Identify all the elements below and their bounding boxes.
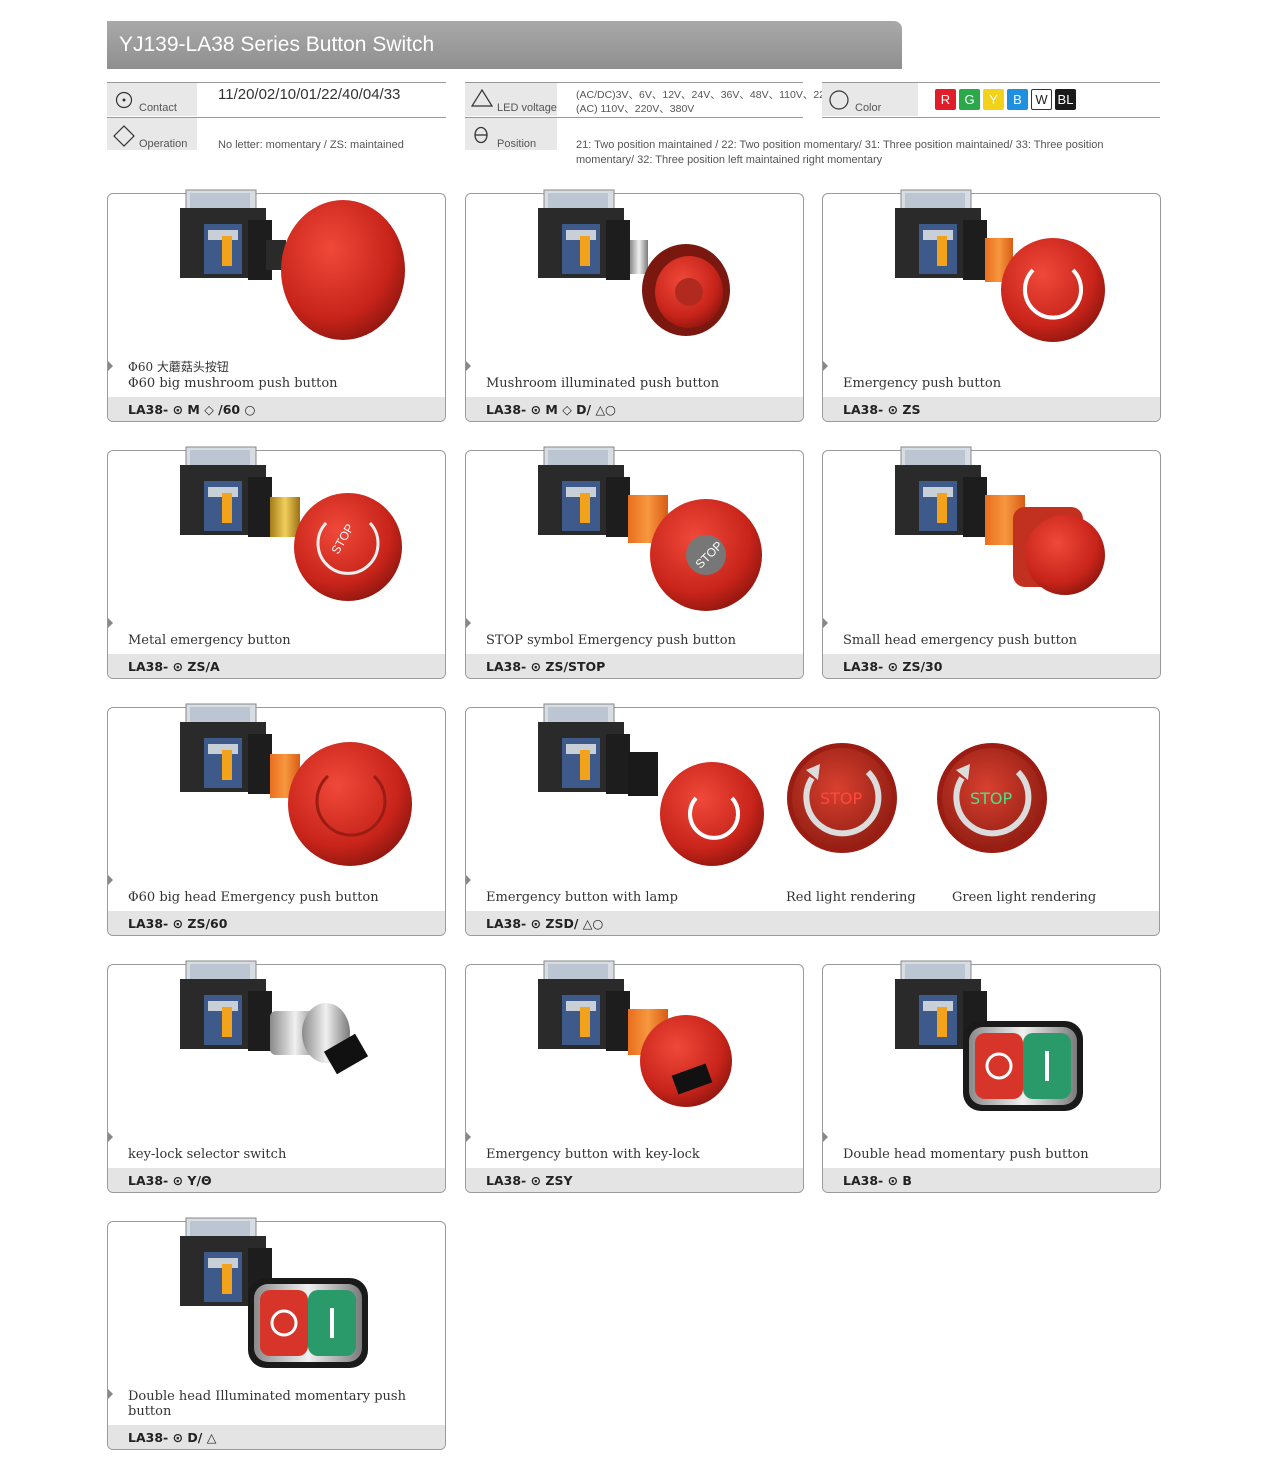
- product-code: LA38- ⊙ ZSD/ △○: [486, 916, 604, 931]
- stop-emergency-icon: STOP: [537, 446, 762, 611]
- color-option-b: B: [1007, 89, 1028, 110]
- product-name: Metal emergency button: [128, 633, 291, 648]
- key-emergency-icon: [537, 960, 732, 1107]
- product-name: key-lock selector switch: [128, 1147, 287, 1162]
- operation-label: Operation: [139, 138, 188, 150]
- product-code: LA38- ⊙ ZS/60: [128, 916, 228, 931]
- illuminated-mushroom-icon: [537, 189, 730, 336]
- product-code: LA38- ⊙ ZSY: [486, 1173, 573, 1188]
- led-value-line2: (AC) 110V、220V、380V: [576, 103, 695, 115]
- double-head-icon: [894, 960, 1083, 1111]
- product-code: LA38- ⊙ Y/Θ: [128, 1173, 212, 1188]
- page-title: YJ139-LA38 Series Button Switch: [107, 21, 902, 69]
- product-code: LA38- ⊙ D/ △: [128, 1430, 217, 1445]
- product-code: LA38- ⊙ M ◇ D/ △○: [486, 402, 616, 417]
- product-code: LA38- ⊙ ZS/30: [843, 659, 943, 674]
- color-option-g: G: [959, 89, 980, 110]
- product-name: Double head Illuminated momentary push b…: [128, 1389, 406, 1419]
- circle-icon: [829, 90, 849, 110]
- red-stop-disc-icon: STOP: [782, 738, 902, 858]
- theta-icon: [474, 126, 488, 144]
- position-value-line2: momentary/ 32: Three position left maint…: [576, 154, 883, 166]
- led-label: LED voltage: [497, 102, 557, 114]
- triangle-icon: [470, 88, 494, 107]
- product-code: LA38- ⊙ ZS/STOP: [486, 659, 606, 674]
- led-value-line1: (AC/DC)3V、6V、12V、24V、36V、48V、110V、220V: [576, 89, 838, 101]
- double-head-illuminated-icon: [179, 1217, 368, 1368]
- contact-label: Contact: [139, 102, 177, 114]
- product-code: LA38- ⊙ B: [843, 1173, 912, 1188]
- emergency-icon: [894, 189, 1105, 342]
- product-name: Small head emergency push button: [843, 633, 1077, 648]
- product-name: STOP symbol Emergency push button: [486, 633, 736, 648]
- green-rendering-label: Green light rendering: [952, 890, 1097, 905]
- position-value-line1: 21: Two position maintained / 22: Two po…: [576, 139, 1104, 151]
- product-name-cn: Φ60 大蘑菇头按钮: [128, 360, 229, 374]
- color-option-bl: BL: [1055, 89, 1076, 110]
- color-option-r: R: [935, 89, 956, 110]
- lamp-emergency-icon: [537, 703, 764, 866]
- product-card: Double head Illuminated momentary push b…: [107, 1217, 446, 1450]
- color-option-w: W: [1031, 89, 1052, 110]
- product-code: LA38- ⊙ M ◇ /60 ○: [128, 402, 256, 417]
- red-rendering-label: Red light rendering: [786, 890, 916, 905]
- contact-icon: [115, 91, 133, 109]
- color-label: Color: [855, 102, 882, 114]
- key-selector-icon: [179, 960, 369, 1075]
- product-name: Double head momentary push button: [843, 1147, 1089, 1162]
- red-stop-text: STOP: [820, 789, 863, 808]
- product-name: Emergency button with key-lock: [486, 1147, 700, 1162]
- small-emergency-icon: [894, 446, 1105, 595]
- metal-emergency-icon: STOP: [179, 446, 402, 601]
- green-stop-text: STOP: [970, 789, 1013, 808]
- product-code: LA38- ⊙ ZS: [843, 402, 921, 417]
- product-name: Φ60 big mushroom push button: [128, 376, 338, 391]
- operation-value: No letter: momentary / ZS: maintained: [218, 139, 404, 151]
- product-code: LA38- ⊙ ZS/A: [128, 659, 220, 674]
- green-stop-disc-icon: STOP: [932, 738, 1052, 858]
- product-name: Emergency button with lamp: [486, 890, 678, 905]
- product-name: Mushroom illuminated push button: [486, 376, 720, 391]
- big-mushroom-icon: [179, 189, 405, 340]
- position-label: Position: [497, 138, 537, 150]
- big-emergency-icon: [179, 703, 412, 866]
- product-name: Φ60 big head Emergency push button: [128, 890, 379, 905]
- product-name: Emergency push button: [843, 376, 1002, 391]
- diamond-icon: [113, 125, 135, 147]
- color-option-y: Y: [983, 89, 1004, 110]
- contact-value: 11/20/02/10/01/22/40/04/33: [218, 86, 401, 103]
